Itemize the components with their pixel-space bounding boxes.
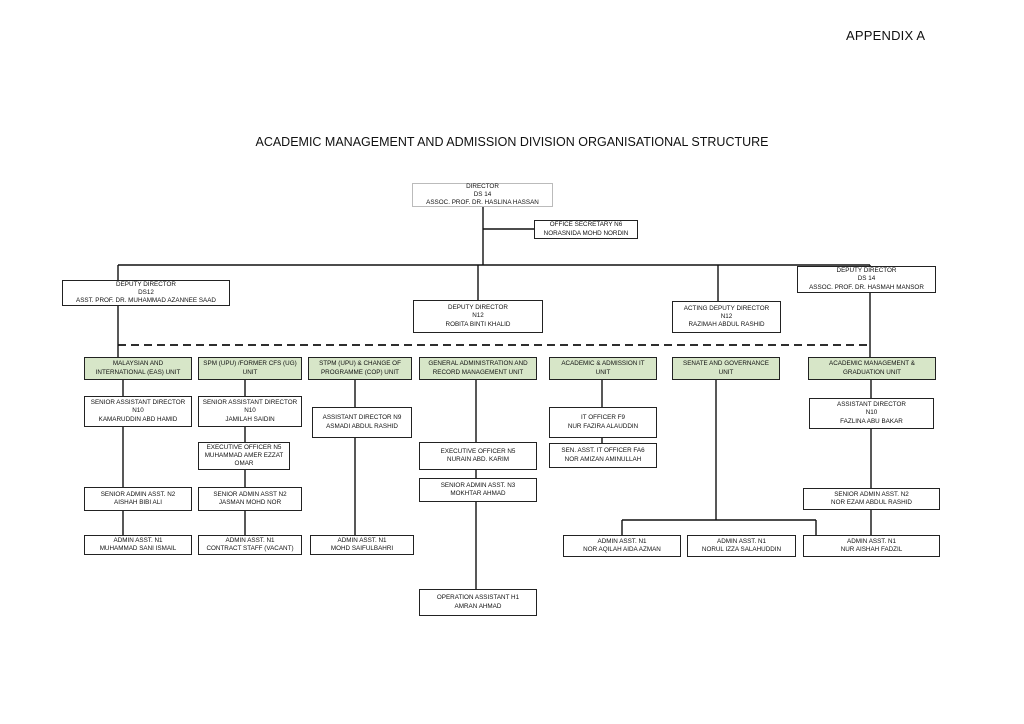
chart-title: ACADEMIC MANAGEMENT AND ADMISSION DIVISI… xyxy=(255,135,769,149)
appendix-label: APPENDIX A xyxy=(846,28,926,43)
unit-spm: SPM (UPU) /FORMER CFS (UG)UNIT xyxy=(198,357,302,380)
unit-academic-graduation: ACADEMIC MANAGEMENT &GRADUATION UNIT xyxy=(808,357,936,380)
